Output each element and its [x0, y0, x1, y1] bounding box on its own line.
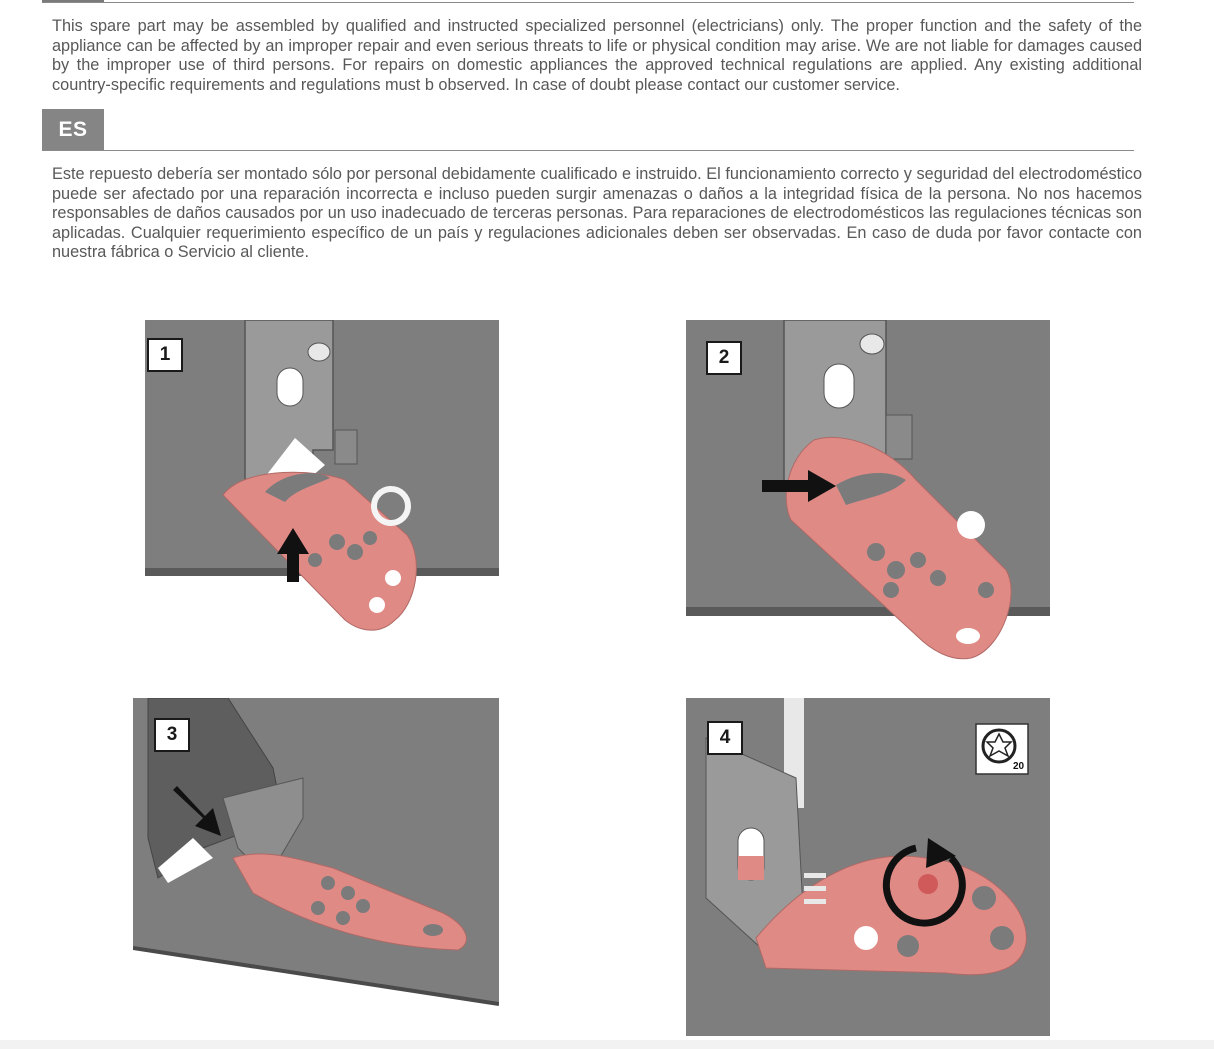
- step-3-illustration: 3: [133, 698, 499, 1016]
- step-2-illustration: 2: [686, 320, 1050, 665]
- step-4-number: 4: [707, 721, 743, 755]
- tool-size-label: 20: [1013, 761, 1025, 772]
- section-es-text: Este repuesto debería ser montado sólo p…: [52, 165, 1142, 262]
- step-4-illustration: 20 4: [686, 698, 1050, 1036]
- header-rule: [42, 2, 1134, 3]
- section-es-rule: [42, 150, 1134, 151]
- step-3-number: 3: [154, 718, 190, 752]
- step-2-number: 2: [706, 341, 742, 375]
- section-es-tag: ES: [42, 109, 104, 150]
- step-1-number: 1: [147, 338, 183, 372]
- section-en-text: This spare part may be assembled by qual…: [52, 17, 1142, 94]
- page-bottom-band: [0, 1040, 1214, 1049]
- step-1-illustration: 1: [145, 320, 499, 632]
- header-tab-strip: [42, 0, 104, 3]
